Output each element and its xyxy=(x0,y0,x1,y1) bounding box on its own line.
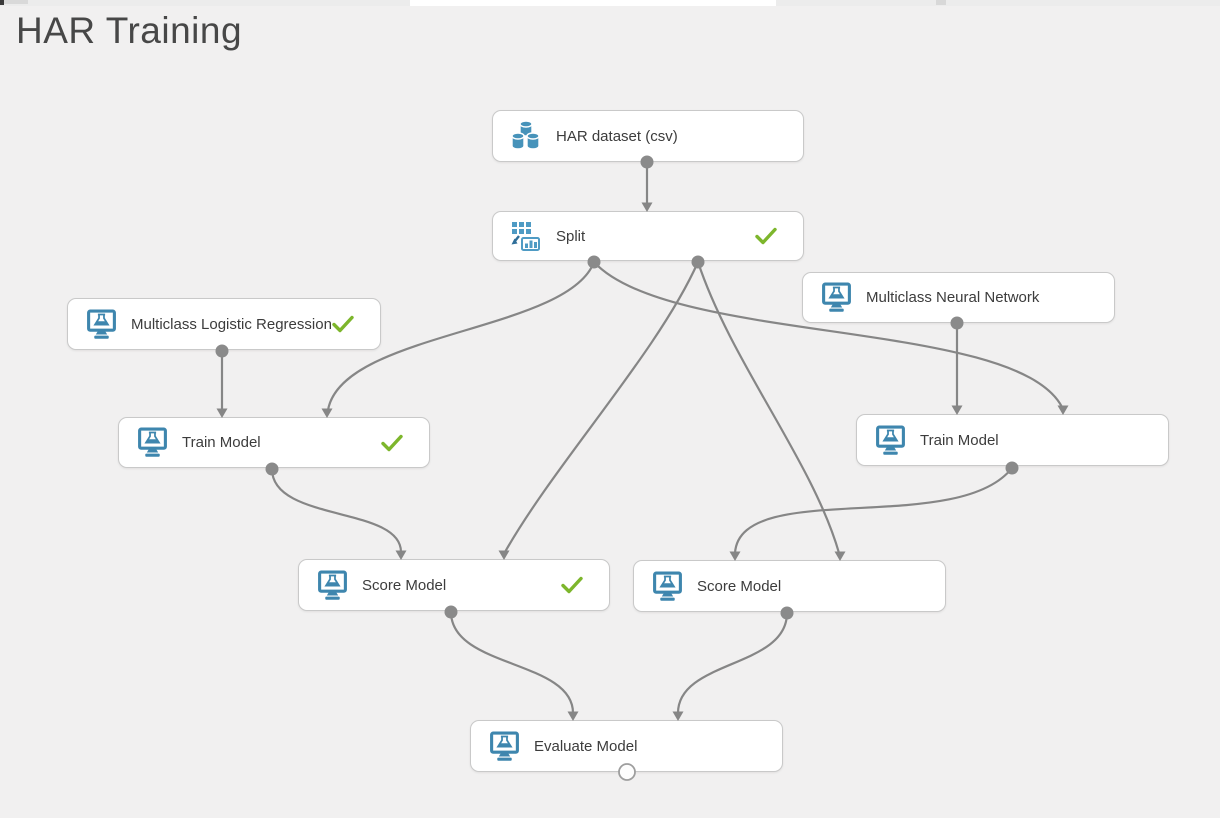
node-multiclass-logistic-regression[interactable]: Multiclass Logistic Regression xyxy=(67,298,381,350)
dataset-icon xyxy=(508,119,544,153)
experiment-icon xyxy=(314,568,350,602)
node-label: HAR dataset (csv) xyxy=(556,127,678,145)
node-label: Evaluate Model xyxy=(534,737,638,755)
node-label: Train Model xyxy=(182,434,261,451)
edge-split-to-score-left[interactable] xyxy=(504,261,700,553)
experiment-icon xyxy=(134,426,170,460)
node-train-model-right[interactable]: Train Model xyxy=(856,414,1169,466)
node-label: Score Model xyxy=(362,576,447,594)
node-multiclass-neural-network[interactable]: Multiclass Neural Network xyxy=(802,272,1115,323)
edge-score-right-to-evaluate[interactable] xyxy=(676,612,789,714)
chrome-white-segment xyxy=(410,0,776,6)
node-split[interactable]: Split xyxy=(492,211,804,261)
node-score-model-left[interactable]: Score Model xyxy=(298,559,610,611)
status-check-icon xyxy=(381,434,403,451)
experiment-icon xyxy=(818,281,854,315)
node-label: Train Model xyxy=(920,431,999,449)
edge-train-left-to-score-left[interactable] xyxy=(270,468,403,553)
node-label: Multiclass Neural Network xyxy=(866,289,1040,306)
chrome-gray-segment xyxy=(4,0,28,4)
experiment-icon xyxy=(872,423,908,457)
status-check-icon xyxy=(755,227,777,245)
node-har-dataset[interactable]: HAR dataset (csv) xyxy=(492,110,804,162)
experiment-icon xyxy=(83,307,119,341)
split-icon xyxy=(508,219,544,253)
experiment-icon xyxy=(649,569,685,603)
node-label: Split xyxy=(556,227,586,245)
chrome-dark-corner xyxy=(0,0,4,5)
experiment-icon xyxy=(486,729,522,763)
browser-chrome-sliver xyxy=(0,0,1220,6)
node-evaluate-model[interactable]: Evaluate Model xyxy=(470,720,783,772)
status-check-icon xyxy=(561,576,583,594)
edge-score-left-to-evaluate[interactable] xyxy=(449,611,575,714)
status-check-icon xyxy=(332,315,354,333)
chrome-faint-segment xyxy=(936,0,946,5)
node-score-model-right[interactable]: Score Model xyxy=(633,560,946,612)
experiment-title: HAR Training xyxy=(16,10,243,51)
node-label: Multiclass Logistic Regression xyxy=(131,315,332,333)
edge-train-right-to-score-right[interactable] xyxy=(733,467,1013,554)
node-label: Score Model xyxy=(697,577,782,595)
node-train-model-left[interactable]: Train Model xyxy=(118,417,430,468)
